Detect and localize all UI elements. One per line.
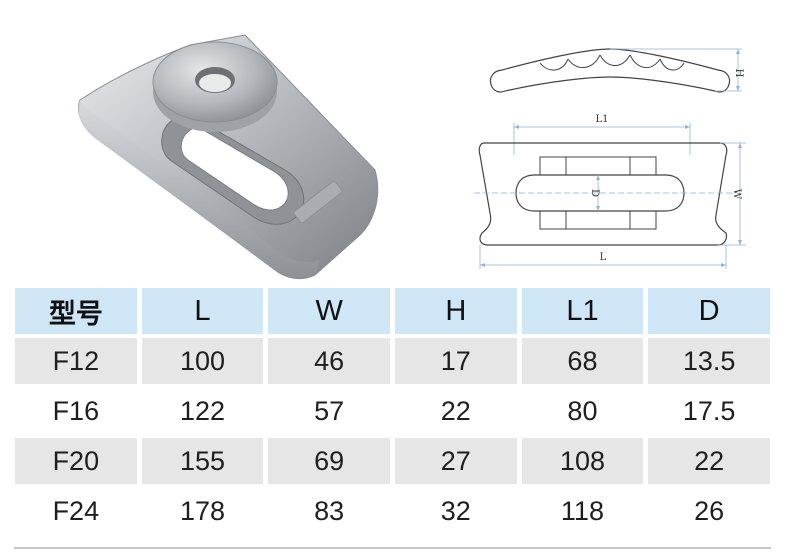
header-d: D [648, 288, 770, 334]
cell-h: 32 [394, 488, 517, 534]
dim-label-l: L [600, 252, 607, 263]
cell-l1: 68 [521, 338, 644, 384]
table-row: F12 100 46 17 68 13.5 [15, 338, 770, 384]
cell-model: F20 [15, 438, 137, 484]
side-view-drawing: H [470, 35, 750, 105]
cell-d: 22 [648, 438, 770, 484]
header-model: 型号 [15, 288, 137, 334]
cell-w: 69 [268, 438, 390, 484]
bottom-divider [14, 547, 771, 549]
dim-label-l1: L1 [595, 114, 608, 125]
dim-label-w: W [731, 189, 742, 200]
plan-view-diagram: L1 D W L [474, 114, 746, 269]
cell-w: 83 [268, 488, 390, 534]
header-l1: L1 [521, 288, 644, 334]
table-row: F24 178 83 32 118 26 [15, 488, 770, 534]
dim-label-h: H [733, 69, 744, 78]
side-profile-diagram: H [489, 48, 744, 93]
cell-l1: 108 [521, 438, 644, 484]
cell-l: 122 [141, 388, 264, 434]
cell-l: 100 [141, 338, 264, 384]
spec-table: 型号 L W H L1 D F12 100 46 17 68 13.5 F16 … [10, 284, 775, 538]
cell-l1: 80 [521, 388, 644, 434]
cell-model: F24 [15, 488, 137, 534]
cell-d: 26 [648, 488, 770, 534]
table-row: F16 122 57 22 80 17.5 [15, 388, 770, 434]
header-h: H [394, 288, 517, 334]
product-photo [70, 20, 390, 285]
cell-l: 178 [141, 488, 264, 534]
header-l: L [141, 288, 264, 334]
cell-h: 17 [394, 338, 517, 384]
plan-view-drawing: L1 D W L [470, 105, 750, 275]
cell-w: 46 [268, 338, 390, 384]
cell-w: 57 [268, 388, 390, 434]
cell-model: F16 [15, 388, 137, 434]
cell-d: 17.5 [648, 388, 770, 434]
table-row: F20 155 69 27 108 22 [15, 438, 770, 484]
cell-d: 13.5 [648, 338, 770, 384]
cell-l1: 118 [521, 488, 644, 534]
dim-label-d: D [589, 189, 600, 197]
cell-h: 27 [394, 438, 517, 484]
clamp-casting-image [77, 34, 379, 280]
spec-table-header-row: 型号 L W H L1 D [15, 288, 770, 334]
cell-model: F12 [15, 338, 137, 384]
cell-h: 22 [394, 388, 517, 434]
header-w: W [268, 288, 390, 334]
cell-l: 155 [141, 438, 264, 484]
